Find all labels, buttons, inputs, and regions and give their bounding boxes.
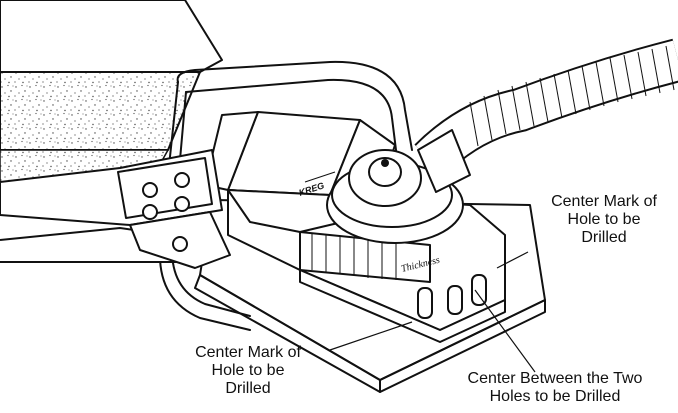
leader-lines [329,251,536,373]
callout-line: Drilled [225,380,271,397]
callout-line: Hole to be [211,362,285,379]
callout-center-mark-right: Center Mark of Hole to be Drilled [530,193,678,247]
clamp-swivel-pad [326,149,464,244]
dust-collection-hose [414,38,678,193]
leader-right-top [496,251,529,269]
callout-line: Drilled [581,229,627,246]
callout-center-between-holes: Center Between the Two Holes to be Drill… [432,370,678,406]
callout-line: Holes to be Drilled [489,388,621,405]
callout-line: Center Mark of [195,344,301,361]
callout-line: Hole to be [567,211,641,228]
callout-center-mark-left: Center Mark of Hole to be Drilled [168,344,328,398]
leader-left-bottom [329,321,413,351]
locking-pliers-handle [0,149,231,269]
leader-right-bottom [474,289,536,373]
callout-line: Center Mark of [551,193,657,210]
callout-line: Center Between the Two [467,370,643,387]
